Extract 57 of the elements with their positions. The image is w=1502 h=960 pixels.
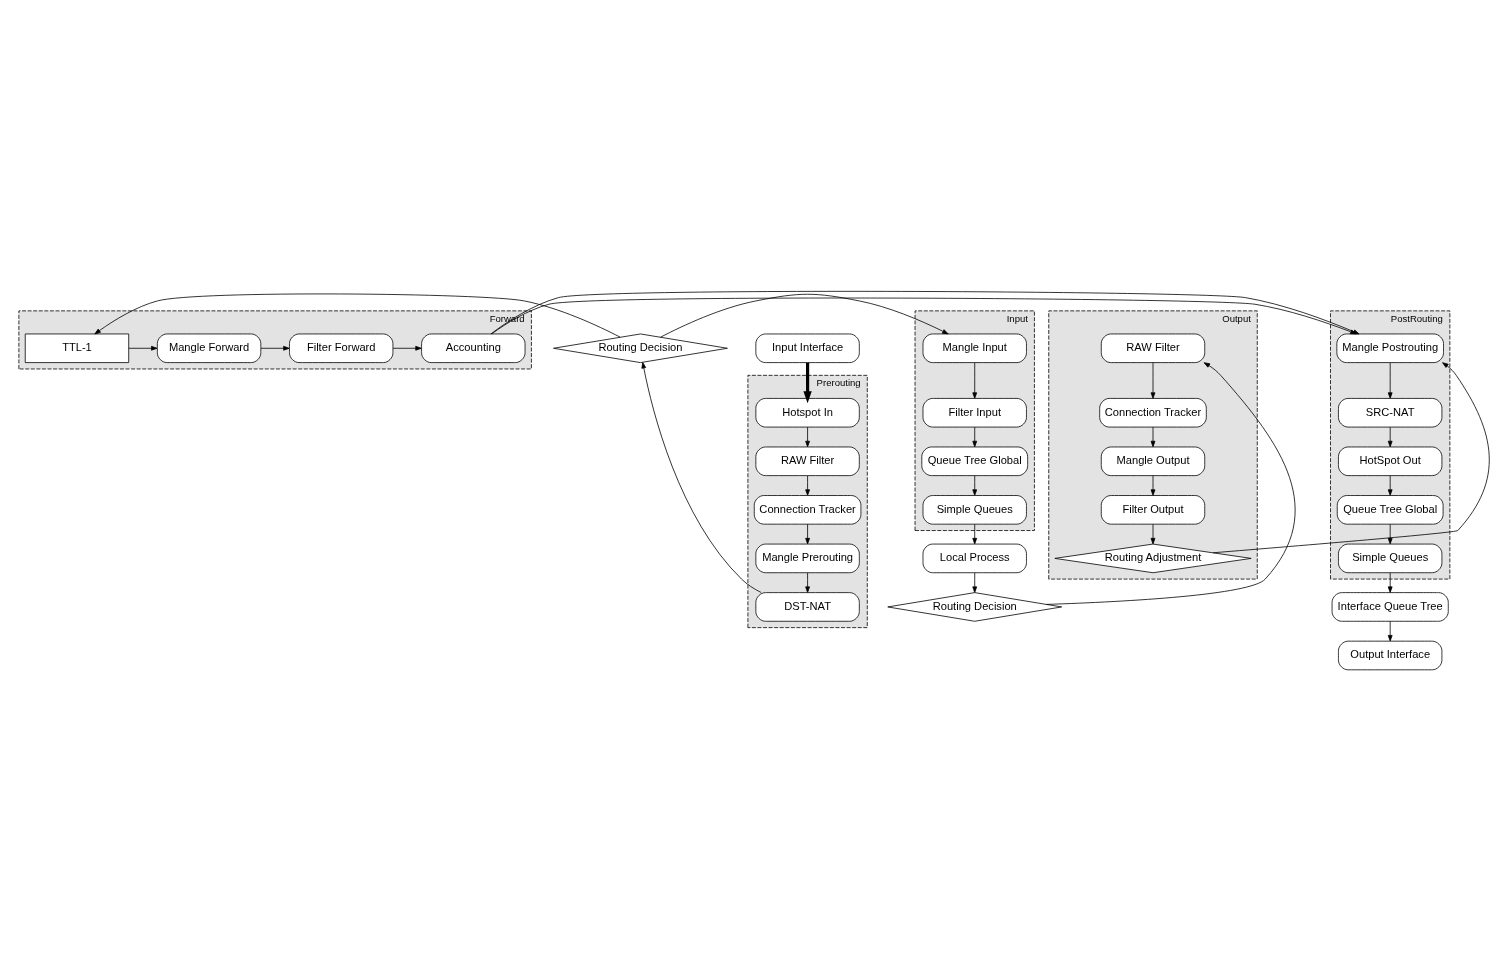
- arrow: [972, 474, 978, 496]
- node-box: Queue Tree Global: [921, 446, 1029, 476]
- arrow: [260, 345, 290, 351]
- arrow: [1150, 474, 1156, 496]
- node-diamond: Routing Adjustment: [1054, 543, 1252, 573]
- arrow: [1387, 361, 1393, 399]
- arrow: [1150, 426, 1156, 447]
- node-diamond: Routing Decision: [887, 591, 1063, 622]
- arrow: [1387, 474, 1393, 496]
- node-box: Filter Forward: [289, 333, 394, 363]
- node-box: SRC-NAT: [1338, 397, 1443, 427]
- arrow: [1150, 523, 1156, 544]
- node-box: Simple Queues: [1338, 543, 1443, 573]
- node-box: Queue Tree Global: [1336, 494, 1444, 525]
- node-box: Hotspot In: [755, 397, 860, 427]
- node-box: Mangle Input: [922, 333, 1027, 363]
- arrow: [128, 345, 158, 351]
- arrow: [805, 426, 810, 447]
- node-box: Simple Queues: [922, 494, 1027, 525]
- node-box: Local Process: [922, 543, 1027, 573]
- node-box: RAW Filter: [755, 446, 860, 476]
- arrow: [641, 361, 762, 593]
- node-diamond: Routing Decision: [553, 333, 728, 363]
- arrow: [972, 523, 978, 544]
- node-box: RAW Filter: [1100, 333, 1206, 363]
- arrow: [1387, 571, 1393, 593]
- node-box: Mangle Output: [1100, 446, 1206, 476]
- arrow: [660, 293, 949, 338]
- node-box: Connection Tracker: [753, 494, 862, 525]
- arrow: [972, 426, 978, 447]
- arrow: [1387, 426, 1393, 447]
- node-box: Input Interface: [755, 333, 860, 363]
- node-box: DST-NAT: [755, 591, 860, 622]
- node-box: HotSpot Out: [1338, 446, 1443, 476]
- node-box: Interface Queue Tree: [1331, 591, 1449, 622]
- arrow: [972, 571, 978, 593]
- node-box: Mangle Prerouting: [755, 543, 860, 573]
- arrow: [1387, 620, 1393, 641]
- node-box: Connection Tracker: [1099, 397, 1207, 427]
- arrow: [94, 293, 621, 338]
- arrow: [972, 361, 978, 399]
- arrow: [392, 345, 422, 351]
- node-box: TTL-1: [24, 333, 130, 363]
- arrow: [1387, 523, 1393, 544]
- node-box: Mangle Forward: [156, 333, 262, 363]
- arrow: [1212, 361, 1490, 553]
- node-box: Output Interface: [1338, 640, 1443, 670]
- arrow: [1150, 361, 1156, 399]
- node-box: Mangle Postrouting: [1336, 333, 1444, 363]
- arrow: [803, 362, 812, 403]
- arrow: [805, 571, 810, 593]
- arrow: [805, 474, 810, 496]
- arrow: [1046, 361, 1296, 605]
- arrow: [805, 523, 810, 544]
- node-box: Accounting: [421, 333, 526, 363]
- node-box: Filter Input: [922, 397, 1027, 427]
- node-box: Filter Output: [1100, 494, 1206, 525]
